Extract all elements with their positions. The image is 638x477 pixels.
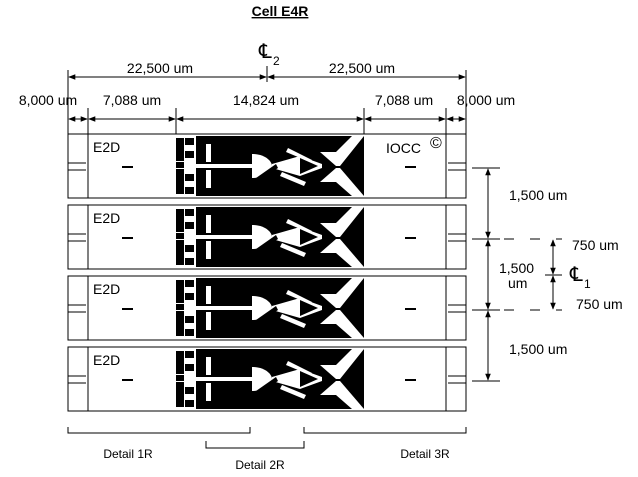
- dim-lower-pitch-label: 1,500 um: [509, 341, 567, 357]
- centerline-1-symbol: ℄: [569, 264, 583, 286]
- device-label: E2D: [93, 352, 120, 368]
- iocc-logo: IOCC: [386, 140, 421, 156]
- dim-mid-pitch-label-line2: um: [508, 275, 527, 291]
- dim-offset-top-label: 750 um: [572, 237, 619, 253]
- dim-mid-pitch-label-line1: 1,500: [499, 260, 534, 276]
- dim-left-half-label: 22,500 um: [127, 60, 193, 76]
- device-label: E2D: [93, 281, 120, 297]
- detail-1r-label: Detail 1R: [103, 447, 153, 461]
- detail-3r-label: Detail 3R: [400, 447, 450, 461]
- device-strip: [67, 346, 467, 412]
- dim-left-edge-label: 8,000 um: [19, 92, 77, 108]
- dim-right-field-label: 7,088 um: [375, 92, 433, 108]
- device-label: E2D: [93, 139, 120, 155]
- device-label: E2D: [93, 210, 120, 226]
- centerline-2-symbol: ℄: [258, 41, 272, 63]
- detail-1r-bracket: [67, 427, 251, 434]
- dim-right-edge-label: 8,000 um: [457, 92, 515, 108]
- detail-2r-label: Detail 2R: [235, 458, 285, 472]
- centerline-2-subscript: 2: [273, 54, 280, 68]
- copyright-mark: ©: [430, 135, 442, 152]
- dim-offset-bottom-label: 750 um: [576, 296, 623, 312]
- device-strip: [67, 275, 467, 341]
- dim-upper-pitch-label: 1,500 um: [509, 187, 567, 203]
- dim-right-half-label: 22,500 um: [329, 60, 395, 76]
- dim-left-field-label: 7,088 um: [103, 92, 161, 108]
- device-strip: [67, 204, 467, 270]
- detail-3r-bracket: [303, 427, 467, 434]
- dim-center-label: 14,824 um: [233, 92, 299, 108]
- detail-2r-bracket: [205, 441, 305, 449]
- cell-title: Cell E4R: [252, 3, 309, 19]
- centerline-1-subscript: 1: [584, 277, 591, 291]
